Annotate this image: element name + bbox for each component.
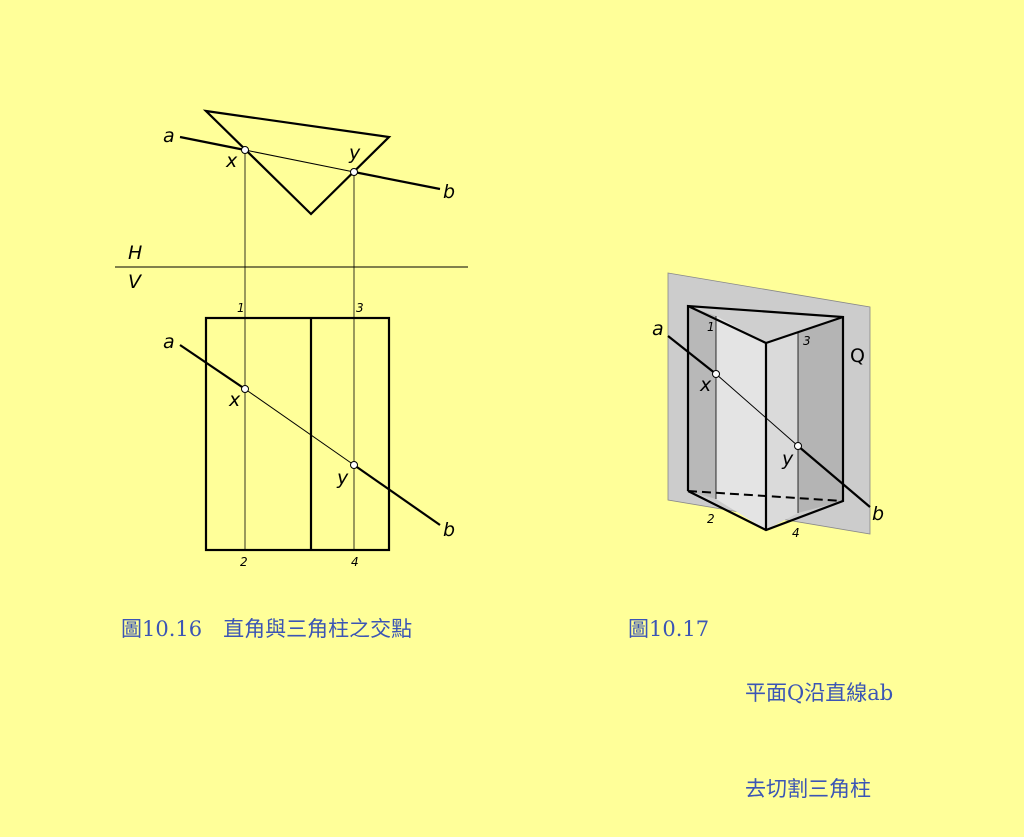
top-line-ab-inside: [244, 149, 355, 173]
front-line-ab-inside: [244, 388, 355, 466]
front-line-ab-right: [353, 464, 441, 526]
prism-edge-top-left: [687, 305, 767, 344]
label-y: y: [781, 448, 794, 470]
label-y-top: y: [348, 142, 361, 164]
top-line-ab-right: [353, 170, 441, 191]
label-x: x: [699, 374, 712, 396]
caption-line-1: 平面Q沿直線ab: [745, 681, 894, 705]
caption-figure-10-17-number: 圖10.17: [628, 617, 710, 641]
label-a: a: [652, 318, 664, 340]
label-b: b: [872, 503, 884, 525]
label-v: V: [128, 271, 143, 293]
label-1-pictorial: 1: [707, 320, 715, 334]
line-ab-inside: [715, 373, 799, 447]
label-x-top: x: [225, 150, 238, 172]
label-y-front: y: [336, 467, 349, 489]
diagram-canvas: a x y b H V 1 3 a x y b 2 4: [115, 109, 884, 569]
label-b-front: b: [443, 519, 455, 541]
label-4: 4: [351, 555, 359, 569]
point-x-front: [241, 385, 249, 393]
point-y: [794, 442, 802, 450]
label-h: H: [128, 242, 142, 264]
label-2: 2: [240, 555, 248, 569]
prism-outline: [686, 304, 845, 532]
front-line-ab-left: [179, 344, 246, 390]
label-2-pictorial: 2: [707, 512, 715, 526]
point-y-top: [350, 168, 358, 176]
top-line-ab-left: [179, 135, 246, 152]
label-1: 1: [237, 301, 245, 315]
right-figure: a 1 3 Q x y b 2 4: [652, 272, 884, 540]
label-q: Q: [850, 345, 865, 367]
prism-back-face-dark: [798, 317, 843, 513]
caption-figure-10-17-text: 平面Q沿直線ab 去切割三角柱: [745, 613, 893, 837]
label-x-front: x: [228, 389, 241, 411]
point-y-front: [350, 461, 358, 469]
line-ab-left: [667, 335, 717, 375]
caption-figure-10-16: 圖10.16 直角與三角柱之交點: [121, 617, 413, 641]
front-view-outline: [204, 316, 391, 552]
point-x-top: [241, 146, 249, 154]
prism-left-face: [716, 316, 766, 530]
line-ab-right: [797, 445, 871, 508]
prism-edge-top-right: [765, 315, 844, 345]
label-3-pictorial: 3: [803, 334, 811, 348]
left-figure: a x y b H V 1 3 a x y b 2 4: [115, 109, 468, 569]
label-b-top: b: [443, 181, 455, 203]
point-x: [712, 370, 720, 378]
label-4-pictorial: 4: [792, 526, 800, 540]
top-view-triangle: [202, 109, 392, 216]
label-a-front: a: [163, 331, 175, 353]
prism-left-face-dark: [688, 306, 716, 499]
caption-line-2: 去切割三角柱: [745, 777, 871, 801]
label-a-top: a: [163, 125, 175, 147]
label-3: 3: [356, 301, 364, 315]
